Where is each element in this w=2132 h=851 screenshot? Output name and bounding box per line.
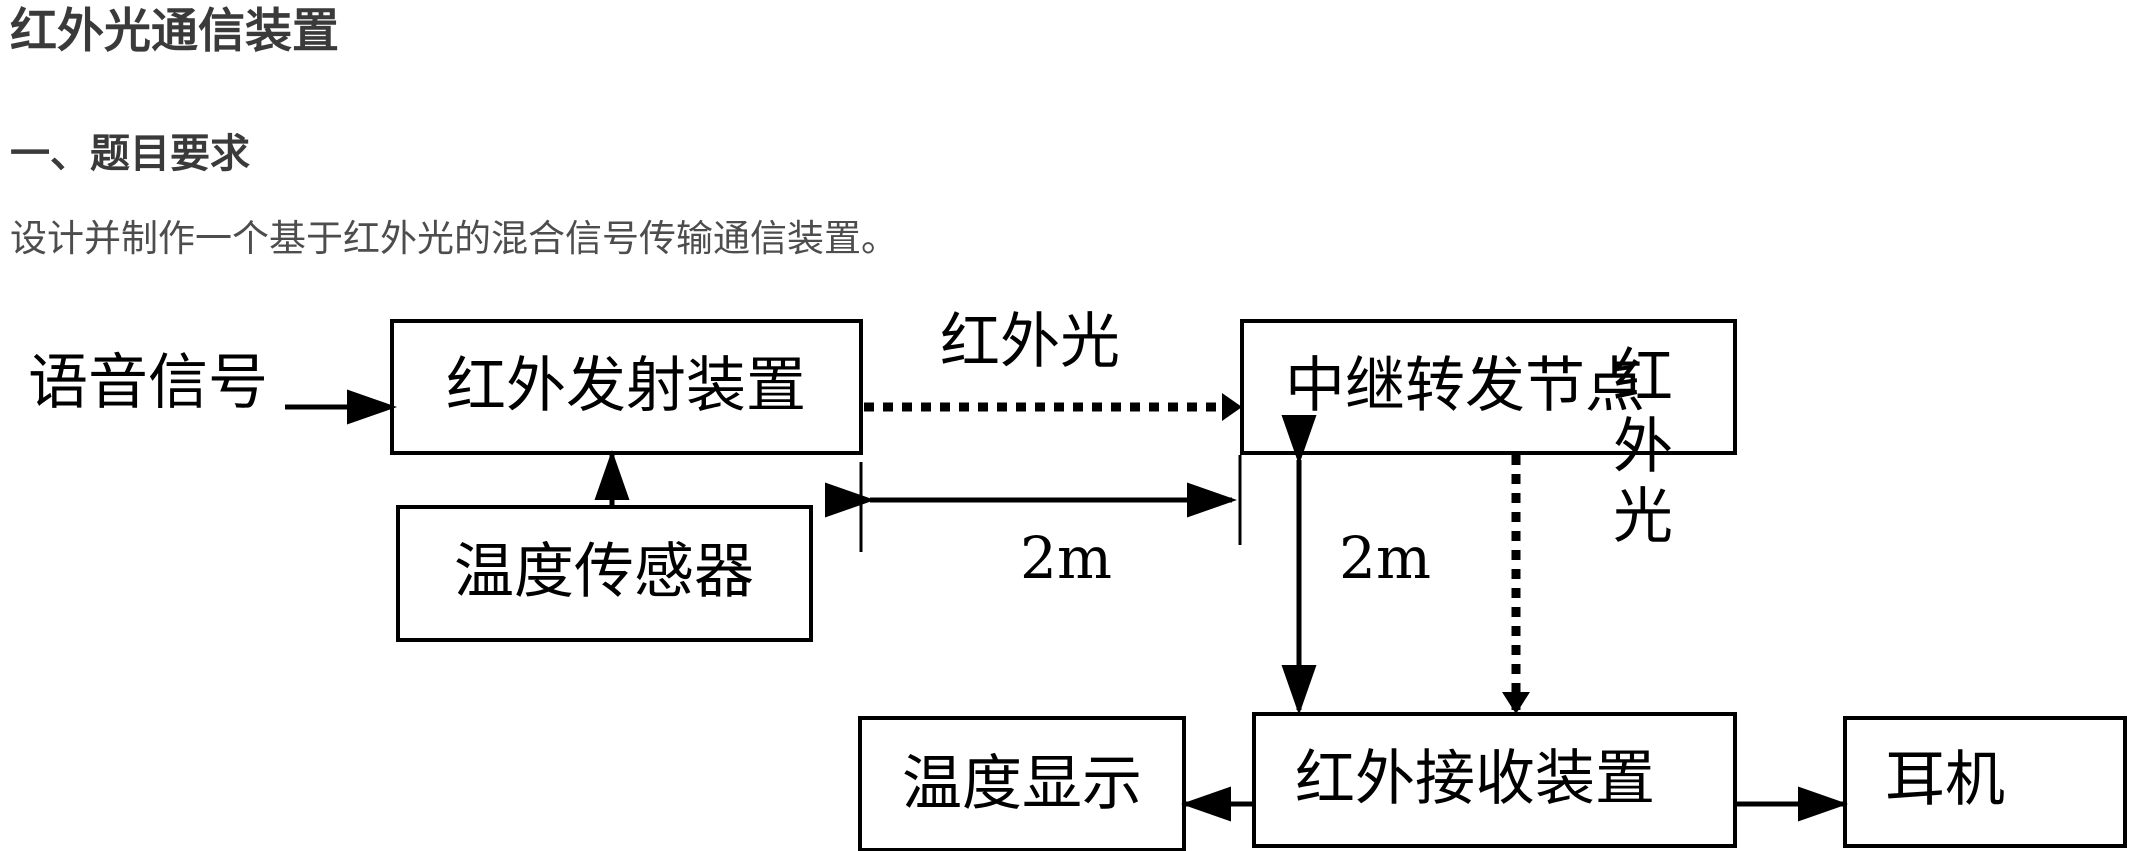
section-heading: 一、题目要求 [10,131,250,177]
node-temperature-sensor: 温度传感器 [396,505,813,642]
node-temperature-display: 温度显示 [858,716,1186,851]
ir-link-vertical-label: 红 外 光 [1613,342,1673,552]
distance-label-vertical: 2m [1339,524,1431,592]
node-temperature-display-label: 温度显示 [902,749,1142,819]
node-ir-receiver-label: 红外接收装置 [1295,744,1655,814]
page-title: 红外光通信装置 [10,4,339,59]
ir-link-vertical-char-1: 红 [1613,342,1673,412]
ir-link-horizontal-label: 红外光 [940,307,1120,377]
node-ir-transmitter: 红外发射装置 [390,319,863,455]
distance-label-horizontal: 2m [1020,524,1112,592]
node-relay-forwarding-label: 中继转发节点 [1285,351,1645,421]
system-block-diagram: 语音信号 红外发射装置 温度传感器 红外光 2m 中继转发节点 2m 红 外 光 [28,307,2127,851]
node-relay-forwarding: 中继转发节点 [1240,319,1737,455]
node-ir-receiver: 红外接收装置 [1252,712,1737,848]
ir-link-vertical-arrowhead [1502,692,1530,714]
requirement-paragraph: 设计并制作一个基于红外光的混合信号传输通信装置。 [10,217,898,260]
ir-link-vertical-char-3: 光 [1613,482,1673,552]
input-label-voice-signal: 语音信号 [28,348,268,418]
node-earphone: 耳机 [1843,716,2127,848]
node-ir-transmitter-label: 红外发射装置 [446,351,806,421]
ir-link-vertical-char-2: 外 [1613,412,1673,482]
node-earphone-label: 耳机 [1885,745,2005,815]
ir-link-horizontal-arrowhead [1222,393,1242,421]
node-temperature-sensor-label: 温度传感器 [454,537,754,607]
